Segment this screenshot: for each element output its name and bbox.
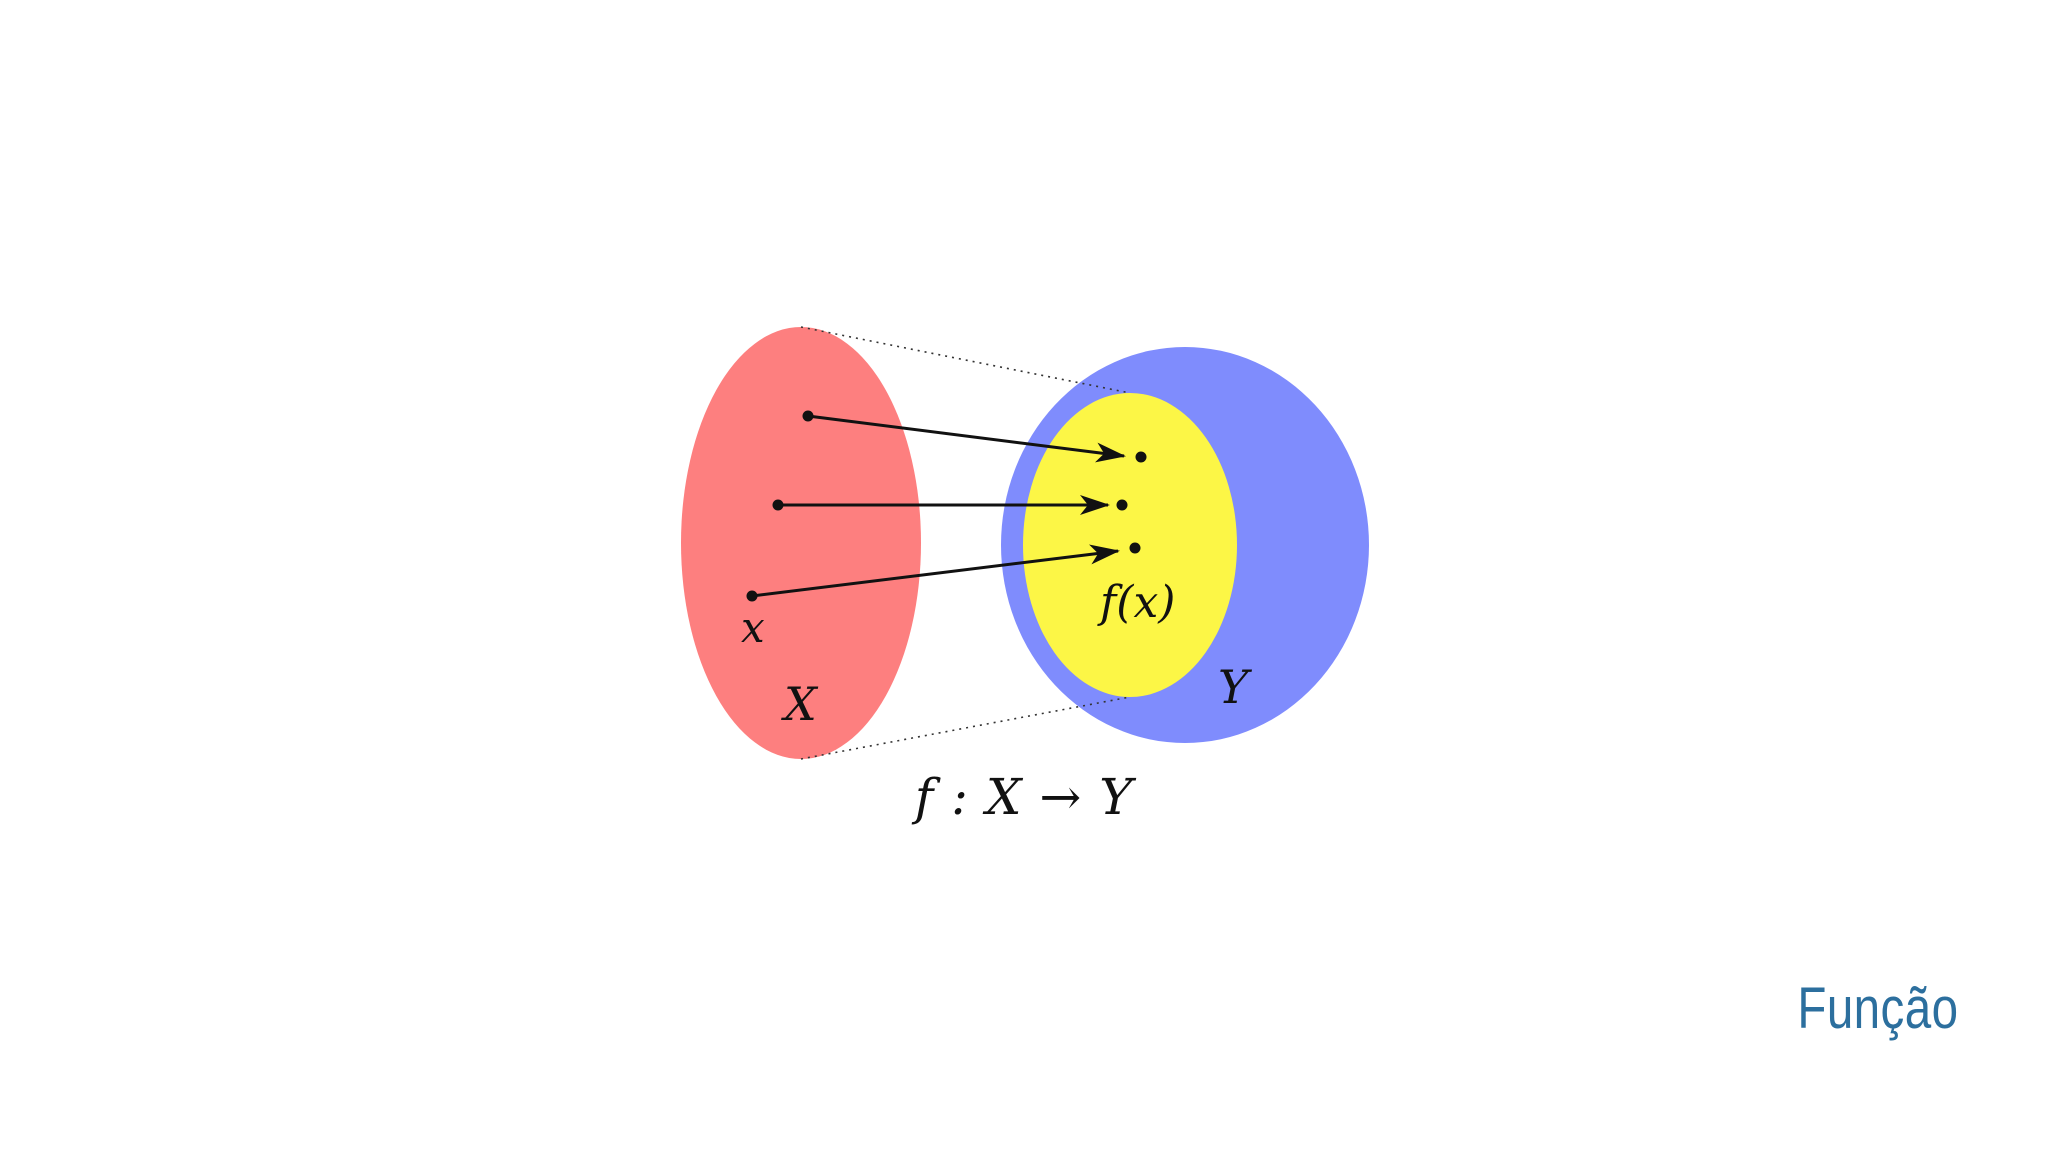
domain-label-x: X bbox=[781, 677, 819, 731]
image-point-3 bbox=[1129, 542, 1141, 554]
codomain-label-y: Y bbox=[1218, 660, 1253, 714]
image-label-fx: f(x) bbox=[1097, 577, 1175, 628]
domain-point-2 bbox=[772, 499, 784, 511]
function-notation: f : X → Y bbox=[914, 768, 1134, 826]
domain-point-3 bbox=[746, 590, 758, 602]
brand-label: Função bbox=[1796, 976, 1958, 1041]
domain-set-x bbox=[681, 327, 921, 759]
mapping-arrow-1 bbox=[807, 414, 1126, 463]
element-label-x: x bbox=[741, 603, 765, 652]
mapping-arrow-3 bbox=[751, 544, 1120, 598]
image-point-2 bbox=[1116, 499, 1128, 511]
image-set-fx bbox=[1023, 393, 1237, 697]
domain-point-1 bbox=[802, 410, 814, 422]
image-point-1 bbox=[1135, 451, 1147, 463]
